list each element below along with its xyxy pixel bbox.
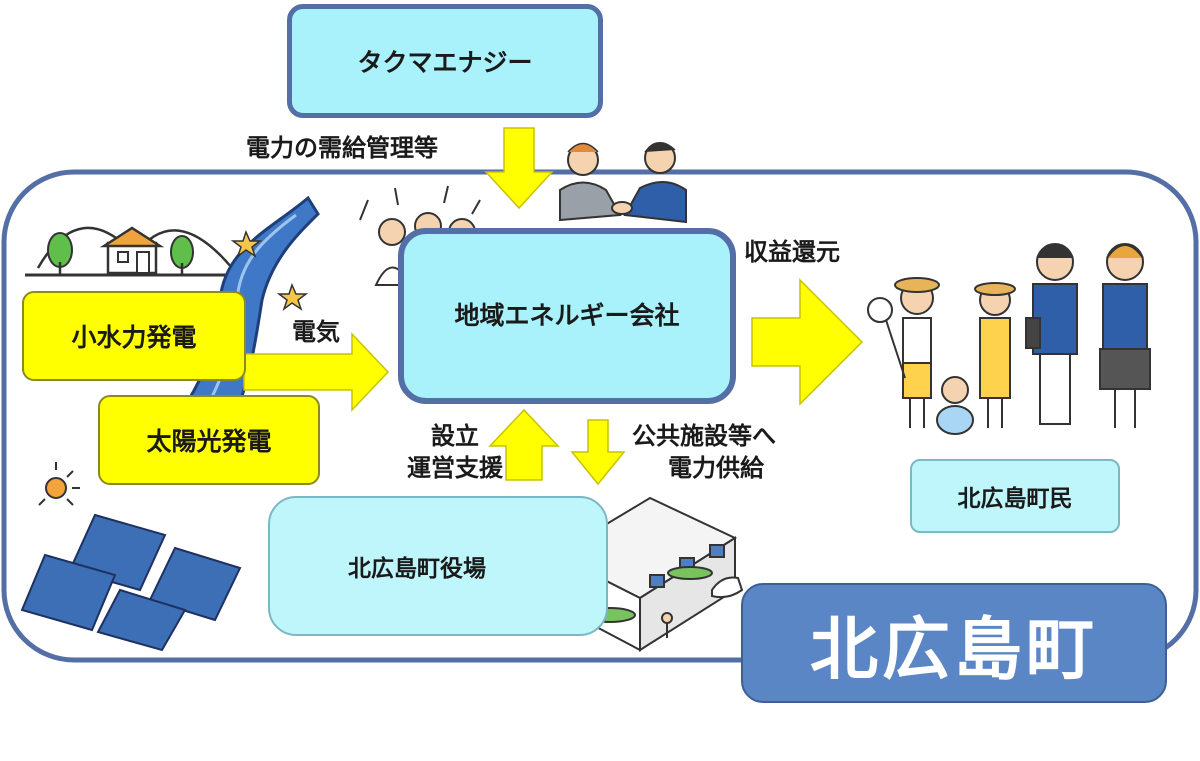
solar-power-label: 太陽光発電 xyxy=(146,427,272,456)
solar-panels-illustration xyxy=(20,513,242,652)
residents-box: 北広島町民 xyxy=(910,459,1120,533)
support-label-line1: 設立 xyxy=(431,422,479,450)
small-hydro-box: 小水力発電 xyxy=(22,291,246,381)
solar-power-box: 太陽光発電 xyxy=(98,395,320,485)
town-office-label: 北広島町役場 xyxy=(348,556,486,582)
regional-energy-company-box: 地域エネルギー会社 xyxy=(398,228,736,404)
takuma-energy-box: タクマエナジー xyxy=(287,4,603,118)
arrow-right-electricity xyxy=(243,332,390,412)
profit-return-label: 収益還元 xyxy=(744,238,840,266)
arrow-down-public-supply xyxy=(570,419,626,486)
residents-illustration xyxy=(867,243,1151,435)
arrow-down-supply-management xyxy=(484,127,554,210)
village-illustration xyxy=(25,226,255,277)
residents-label: 北広島町民 xyxy=(957,486,1073,512)
town-office-box: 北広島町役場 xyxy=(268,496,608,636)
support-label-line2: 運営支援 xyxy=(407,454,503,482)
public-supply-label-line1: 公共施設等へ xyxy=(632,422,776,450)
arrow-up-support xyxy=(488,408,560,481)
regional-energy-company-label: 地域エネルギー会社 xyxy=(454,301,680,330)
public-supply-label-line2: 電力供給 xyxy=(668,454,764,482)
arrow-right-profit-return xyxy=(751,278,864,406)
town-name-label: 北広島町 xyxy=(809,610,1098,690)
sun-illustration xyxy=(38,462,80,506)
small-hydro-label: 小水力発電 xyxy=(71,323,197,352)
town-name-badge: 北広島町 xyxy=(741,583,1167,703)
takuma-energy-label: タクマエナジー xyxy=(357,48,533,77)
electricity-label: 電気 xyxy=(292,318,340,346)
supply-management-label: 電力の需給管理等 xyxy=(246,134,438,162)
town-frame xyxy=(1,169,1199,663)
